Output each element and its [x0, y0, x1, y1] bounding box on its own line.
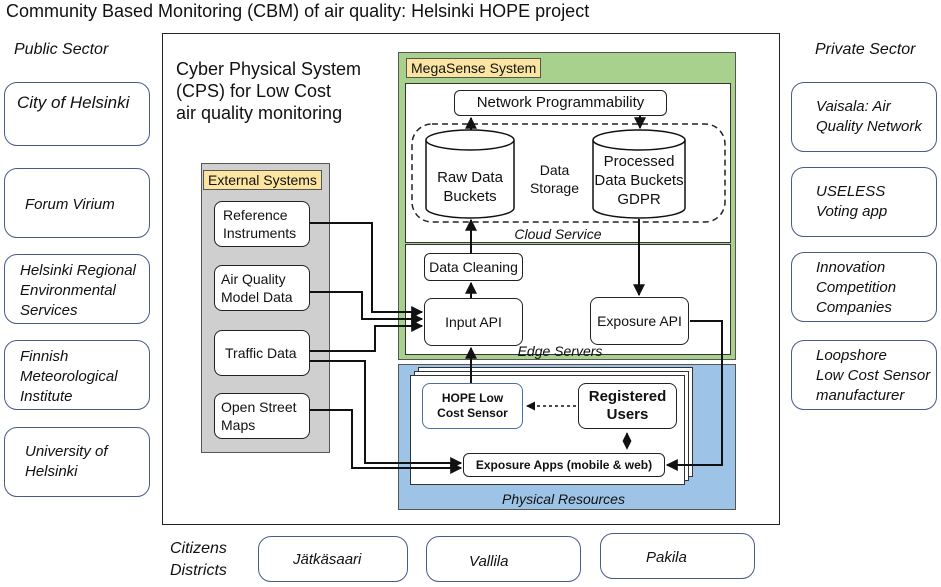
raw-data-buckets-label: Raw Data Buckets: [437, 169, 503, 205]
private-sector-item: USELESS Voting app: [791, 167, 937, 237]
arrow-traffic-to-input: [310, 320, 424, 352]
private-sector-item: Innovation Competition Companies: [791, 252, 937, 322]
cps-frame: [162, 33, 780, 525]
external-system-item: Traffic Data: [214, 330, 310, 376]
network-programmability-box: Network Programmability: [454, 90, 667, 116]
input-api-box: Input API: [424, 298, 523, 346]
citizens-districts-heading: Citizens Districts: [170, 540, 227, 579]
public-sector-item: Finnish Meteorological Institute: [4, 340, 150, 410]
diagram-title: Community Based Monitoring (CBM) of air …: [6, 1, 590, 21]
physical-resources-label: Physical Resources: [502, 491, 625, 507]
external-system-item: Reference Instruments: [214, 201, 310, 247]
registered-users-box: Registered Users: [578, 383, 677, 429]
arrow-exposure-api-to-apps: [665, 320, 723, 471]
private-sector-item: Loopshore Low Cost Sensor manufacturer: [791, 340, 937, 410]
data-storage-label: Data Storage: [529, 162, 580, 196]
district-item: Pakila: [600, 533, 755, 579]
public-sector-item: Forum Virium: [4, 168, 150, 238]
external-systems-heading: External Systems: [203, 170, 322, 190]
processed-data-buckets-cylinder: [592, 129, 686, 219]
cloud-service-label: Cloud Service: [514, 226, 602, 242]
external-system-item: Open Street Maps: [214, 393, 310, 439]
external-system-item: Air Quality Model Data: [214, 265, 310, 311]
public-sector-item: Helsinki Regional Environmental Services: [4, 254, 150, 324]
hope-sensor-box: HOPE Low Cost Sensor: [422, 383, 523, 429]
megasense-heading: MegaSense System: [406, 58, 542, 78]
private-sector-item: Vaisala: Air Quality Network: [791, 82, 937, 152]
edge-servers-label: Edge Servers: [517, 343, 603, 359]
arrow-maps-to-apps: [310, 409, 463, 474]
public-sector-item: University of Helsinki: [4, 427, 150, 497]
district-item: Jätkäsaari: [258, 536, 408, 582]
arrow-traffic-to-apps: [310, 360, 463, 469]
data-cleaning-box: Data Cleaning: [424, 253, 523, 281]
data-storage-region: [411, 123, 726, 223]
exposure-apps-box: Exposure Apps (mobile & web): [463, 453, 665, 477]
raw-data-buckets-cylinder: [425, 129, 515, 219]
public-sector-heading: Public Sector: [14, 41, 109, 58]
cps-title: Cyber Physical System (CPS) for Low Cost…: [176, 59, 362, 123]
arrow-model-to-input: [310, 291, 424, 325]
private-sector-heading: Private Sector: [815, 41, 916, 58]
processed-data-buckets-label: Processed Data Buckets GDPR: [594, 153, 684, 208]
district-item: Vallila: [426, 536, 581, 582]
public-sector-item: City of Helsinki: [4, 82, 150, 146]
arrow-reference-to-input: [310, 222, 424, 318]
exposure-api-box: Exposure API: [590, 297, 689, 345]
